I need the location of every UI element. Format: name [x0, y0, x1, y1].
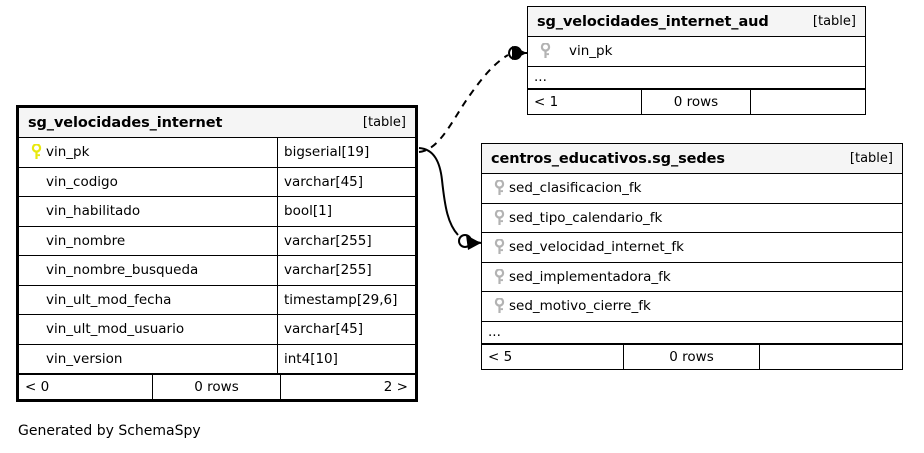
table-row[interactable]: sed_velocidad_internet_fk: [482, 233, 902, 263]
column-name: vin_ult_mod_usuario: [46, 321, 185, 338]
table-row[interactable]: vin_ult_mod_usuario varchar[45]: [19, 315, 415, 345]
column-name: sed_tipo_calendario_fk: [509, 209, 663, 226]
edge-main-to-aud-zero-marker: [508, 46, 522, 60]
generated-by-caption: Generated by SchemaSpy: [18, 423, 201, 439]
edge-main-to-aud-crowsfoot: [512, 46, 527, 60]
table-title: centros_educativos.sg_sedes: [491, 150, 725, 167]
foreign-key-icon: [489, 239, 509, 255]
table-row[interactable]: sed_clasificacion_fk: [482, 174, 902, 204]
foreign-key-icon: [489, 268, 509, 285]
foreign-key-icon: [489, 209, 509, 226]
column-name-cell: vin_habilitado: [19, 197, 277, 226]
table-row[interactable]: sed_tipo_calendario_fk: [482, 203, 902, 233]
table-row[interactable]: vin_ult_mod_fecha timestamp[29,6]: [19, 285, 415, 315]
column-name-cell: sed_motivo_cierre_fk: [482, 292, 902, 321]
table-row[interactable]: vin_codigo varchar[45]: [19, 167, 415, 197]
column-name-cell: sed_clasificacion_fk: [482, 174, 902, 203]
truncated-columns-indicator: ...: [482, 321, 902, 344]
table-row[interactable]: sed_implementadora_fk: [482, 262, 902, 292]
column-name: sed_motivo_cierre_fk: [509, 298, 651, 315]
column-name-cell: vin_ult_mod_usuario: [19, 315, 277, 344]
column-name-cell: vin_pk: [19, 138, 277, 167]
table-sg-velocidades-internet[interactable]: sg_velocidades_internet [table] vin_pk b…: [16, 105, 418, 402]
table-type-tag: [table]: [812, 14, 856, 29]
table-sg-velocidades-internet-aud[interactable]: sg_velocidades_internet_aud [table] vin_…: [527, 6, 866, 115]
table-centros-educativos-sg-sedes[interactable]: centros_educativos.sg_sedes [table] sed_…: [481, 143, 903, 370]
column-name: vin_nombre: [46, 232, 126, 249]
table-row[interactable]: vin_pk: [528, 37, 865, 67]
column-name: vin_ult_mod_fecha: [46, 291, 172, 308]
footer-parent-count: < 5: [488, 348, 513, 365]
footer-parent-count: < 0: [25, 379, 50, 395]
column-type-cell: int4[10]: [277, 344, 415, 373]
column-name: vin_pk: [569, 43, 613, 60]
table-type-tag: [table]: [362, 115, 406, 130]
table-row[interactable]: sed_motivo_cierre_fk: [482, 292, 902, 322]
foreign-key-icon: [489, 298, 509, 314]
column-name-cell: vin_nombre: [19, 227, 277, 256]
column-type-cell: timestamp[29,6]: [277, 285, 415, 314]
column-type-cell: varchar[45]: [277, 167, 415, 196]
table-row[interactable]: vin_version int4[10]: [19, 344, 415, 374]
footer-child-count: [759, 344, 902, 369]
edge-main-to-sedes-line: [418, 147, 459, 236]
table-header: sg_velocidades_internet_aud [table]: [528, 7, 865, 37]
footer-row-count: 0 rows: [623, 344, 759, 369]
column-name: vin_habilitado: [46, 203, 141, 220]
column-name: vin_nombre_busqueda: [46, 262, 199, 279]
edge-main-to-sedes-crowsfoot: [466, 235, 481, 250]
edge-main-to-aud-line: [418, 54, 509, 153]
foreign-key-icon: [535, 43, 555, 59]
footer-row-count: 0 rows: [152, 375, 280, 399]
column-name-cell: vin_version: [19, 345, 277, 374]
footer-child-count: [749, 89, 865, 114]
table-row[interactable]: vin_habilitado bool[1]: [19, 197, 415, 227]
footer-row-count: 0 rows: [641, 89, 749, 114]
foreign-key-icon: [489, 180, 509, 196]
edge-main-to-sedes-zero-marker: [458, 234, 472, 248]
table-type-tag: [table]: [849, 151, 893, 166]
column-name: vin_pk: [46, 144, 90, 161]
column-name: sed_velocidad_internet_fk: [509, 239, 684, 256]
table-header: centros_educativos.sg_sedes [table]: [482, 144, 902, 174]
column-name-cell: vin_codigo: [19, 168, 277, 197]
table-row[interactable]: vin_pk bigserial[19]: [19, 138, 415, 168]
table-title: sg_velocidades_internet: [28, 114, 223, 131]
column-name: sed_clasificacion_fk: [509, 180, 642, 197]
table-footer: < 0 0 rows 2 >: [19, 374, 415, 399]
column-type-cell: varchar[45]: [277, 315, 415, 344]
table-footer: < 1 0 rows: [528, 88, 865, 114]
primary-key-icon: [26, 144, 46, 160]
table-row[interactable]: vin_nombre_busqueda varchar[255]: [19, 256, 415, 286]
column-name-cell: sed_implementadora_fk: [482, 263, 902, 292]
column-name-cell: sed_velocidad_internet_fk: [482, 233, 902, 262]
footer-parent-count: < 1: [534, 93, 559, 110]
table-row[interactable]: vin_nombre varchar[255]: [19, 226, 415, 256]
column-name: vin_codigo: [46, 173, 118, 190]
column-name: sed_implementadora_fk: [509, 268, 671, 285]
table-footer: < 5 0 rows: [482, 343, 902, 369]
column-name-cell: vin_nombre_busqueda: [19, 256, 277, 285]
table-title: sg_velocidades_internet_aud: [537, 13, 769, 30]
column-name-cell: sed_tipo_calendario_fk: [482, 204, 902, 233]
column-name: vin_version: [46, 350, 123, 367]
column-type-cell: varchar[255]: [277, 226, 415, 255]
edge-main-to-sedes-endstub: [470, 240, 482, 244]
column-type-cell: bool[1]: [277, 197, 415, 226]
table-header: sg_velocidades_internet [table]: [19, 108, 415, 138]
truncated-columns-indicator: ...: [528, 66, 865, 89]
column-name-cell: vin_pk: [528, 37, 865, 66]
column-type-cell: varchar[255]: [277, 256, 415, 285]
column-name-cell: vin_ult_mod_fecha: [19, 286, 277, 315]
column-type-cell: bigserial[19]: [277, 138, 415, 167]
footer-child-count: 2 >: [280, 375, 415, 399]
